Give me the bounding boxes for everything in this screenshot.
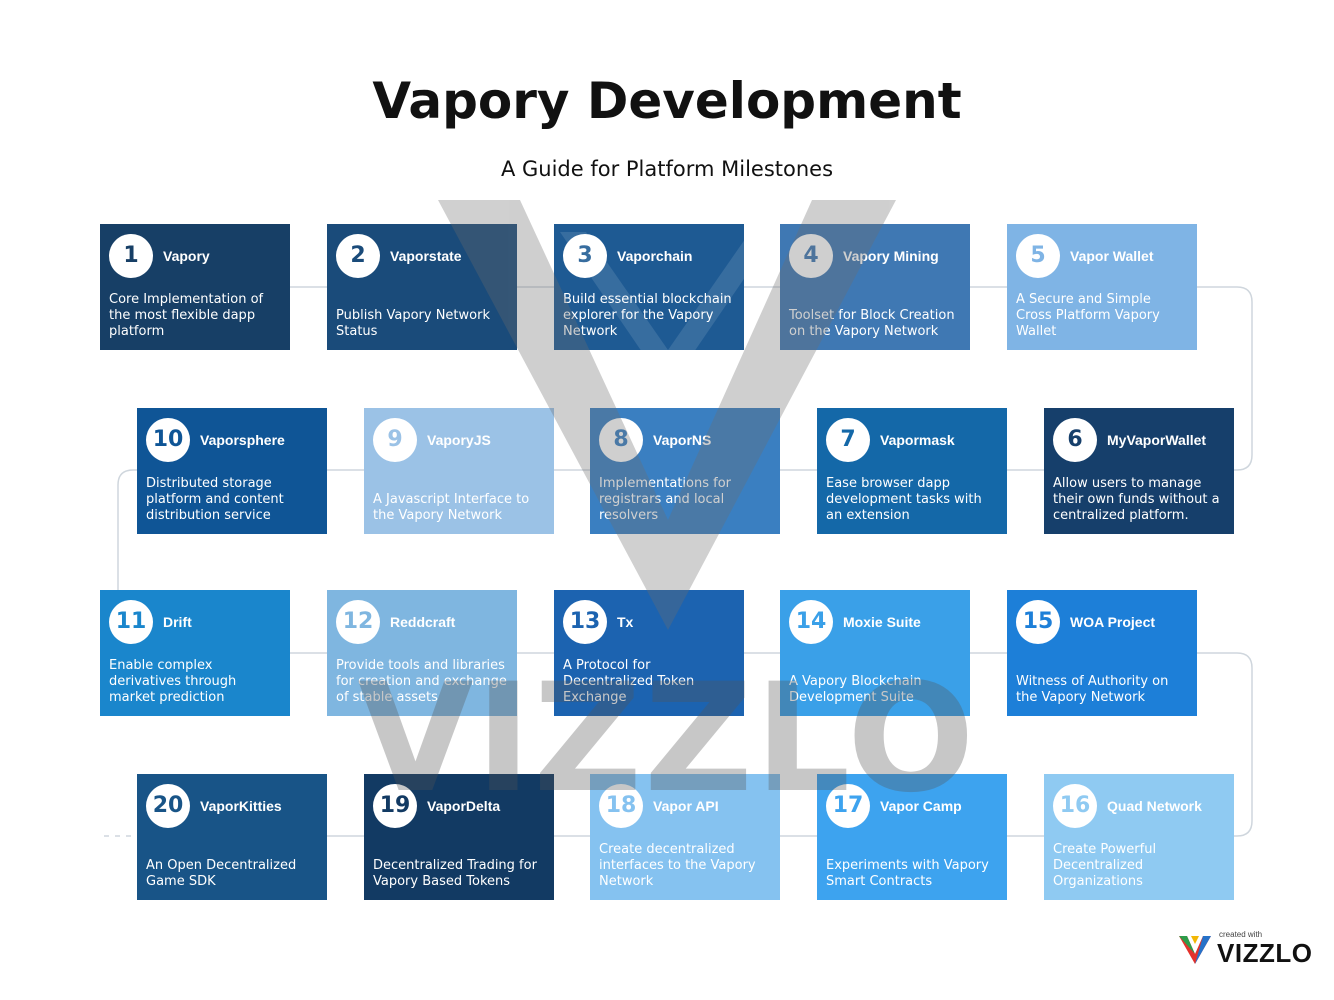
- milestone-description: Decentralized Trading for Vapory Based T…: [373, 858, 537, 889]
- brand-name: VIZZLO: [1217, 938, 1313, 968]
- milestone-name: Vaporstate: [390, 248, 462, 264]
- milestone-name: Moxie Suite: [843, 614, 921, 630]
- milestone-number: 3: [563, 234, 607, 278]
- milestone-name: VaporyJS: [427, 432, 491, 448]
- milestone-card: 18 Vapor API Create decentralized interfac…: [590, 774, 780, 900]
- milestone-name: Vapor Wallet: [1070, 248, 1154, 264]
- page-subtitle: A Guide for Platform Milestones: [500, 157, 834, 181]
- milestone-name: Tx: [617, 614, 634, 630]
- milestone-name: WOA Project: [1070, 614, 1156, 630]
- milestone-name: Vapory Mining: [843, 248, 939, 264]
- milestone-number: 20: [146, 784, 190, 828]
- milestone-number: 14: [789, 600, 833, 644]
- milestone-number: 10: [146, 418, 190, 462]
- milestone-card: 5 Vapor Wallet A Secure and Simple Cross P…: [1007, 224, 1197, 350]
- milestone-description: A Vapory Blockchain Development Suite: [789, 674, 922, 705]
- milestone-name: VaporKitties: [200, 798, 282, 814]
- milestone-number: 8: [599, 418, 643, 462]
- milestone-number: 5: [1016, 234, 1060, 278]
- milestone-name: VaporDelta: [427, 798, 501, 814]
- milestone-number: 19: [373, 784, 417, 828]
- milestone-name: Quad Network: [1107, 798, 1202, 814]
- milestone-card: 14 Moxie Suite A Vapory Blockchain Develop…: [780, 590, 970, 716]
- milestone-card: 9 VaporyJS A Javascript Interface to the V…: [364, 408, 554, 534]
- milestone-number: 16: [1053, 784, 1097, 828]
- milestone-description: Implementations for registrars and local…: [599, 476, 732, 523]
- milestone-description: Allow users to manage their own funds wi…: [1053, 476, 1220, 523]
- milestone-name: Vaporchain: [617, 248, 693, 264]
- milestone-description: Core Implementation of the most flexible…: [109, 292, 264, 339]
- milestone-description: Witness of Authority on the Vapory Netwo…: [1016, 674, 1169, 705]
- milestone-number: 1: [109, 234, 153, 278]
- milestone-number: 4: [789, 234, 833, 278]
- milestone-number: 13: [563, 600, 607, 644]
- milestone-name: VaporNS: [653, 432, 712, 448]
- milestone-number: 2: [336, 234, 380, 278]
- milestone-number: 6: [1053, 418, 1097, 462]
- milestone-description: Provide tools and libraries for creation…: [336, 658, 507, 705]
- milestone-card: 20 VaporKitties An Open Decentralized Game…: [137, 774, 327, 900]
- milestone-number: 18: [599, 784, 643, 828]
- milestone-description: An Open Decentralized Game SDK: [146, 858, 297, 889]
- milestone-number: 11: [109, 600, 153, 644]
- brand-created-with: created with: [1219, 930, 1263, 939]
- milestone-number: 17: [826, 784, 870, 828]
- milestone-name: Vapor API: [653, 798, 719, 814]
- milestone-name: Vapory: [163, 248, 210, 264]
- milestone-name: MyVaporWallet: [1107, 432, 1207, 448]
- milestone-name: Reddcraft: [390, 614, 456, 630]
- vizzlo-logo-icon: [1179, 936, 1211, 964]
- milestone-description: A Javascript Interface to the Vapory Net…: [373, 492, 530, 523]
- milestone-number: 7: [826, 418, 870, 462]
- milestone-name: Vapor Camp: [880, 798, 962, 814]
- vizzlo-brand: created with VIZZLO: [1177, 928, 1312, 968]
- milestone-description: Toolset for Block Creation on the Vapory…: [789, 308, 955, 339]
- milestone-description: Distributed storage platform and content…: [146, 476, 284, 523]
- page-title: Vapory Development: [372, 72, 962, 130]
- milestone-number: 15: [1016, 600, 1060, 644]
- milestone-description: Publish Vapory Network Status: [336, 308, 490, 339]
- milestone-description: Ease browser dapp development tasks with…: [826, 476, 982, 523]
- milestone-name: Vapormask: [880, 432, 955, 448]
- milestone-description: Create Powerful Decentralized Organizati…: [1053, 842, 1157, 889]
- milestone-number: 9: [373, 418, 417, 462]
- milestone-description: Experiments with Vapory Smart Contracts: [826, 858, 989, 889]
- milestone-description: A Protocol for Decentralized Token Excha…: [563, 658, 695, 705]
- milestone-name: Vaporsphere: [200, 432, 285, 448]
- milestone-description: A Secure and Simple Cross Platform Vapor…: [1016, 292, 1160, 339]
- milestone-description: Build essential blockchain explorer for …: [563, 292, 732, 339]
- milestone-number: 12: [336, 600, 380, 644]
- milestone-name: Drift: [163, 614, 192, 630]
- milestone-card: 13 Tx A Protocol for Decentralized Token E…: [554, 590, 744, 716]
- milestone-description: Enable complex derivatives through marke…: [109, 658, 237, 705]
- milestone-card: 8 VaporNS Implementations for registrars a…: [590, 408, 780, 534]
- milestone-description: Create decentralized interfaces to the V…: [599, 842, 756, 889]
